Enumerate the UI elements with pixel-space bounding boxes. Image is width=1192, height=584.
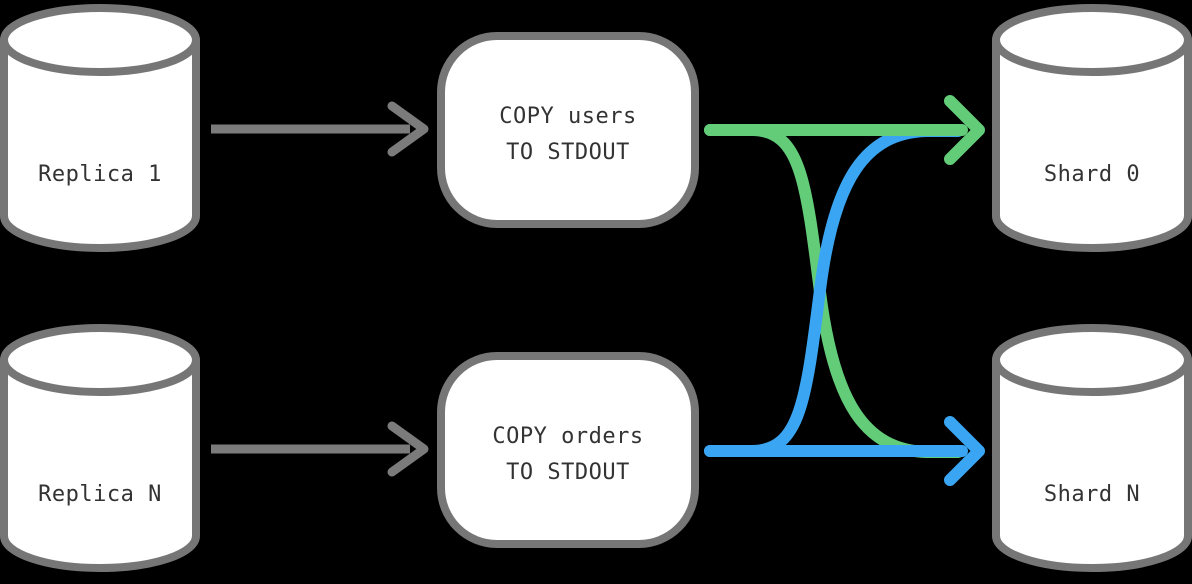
node-label-replica-1: Replica 1 <box>38 162 162 187</box>
node-label-copy-orders-line2: TO STDOUT <box>506 460 630 485</box>
connector-orders-to-shard0 <box>704 125 964 457</box>
node-replica-1[interactable]: Replica 1 <box>0 4 200 252</box>
node-copy-orders[interactable]: COPY orders TO STDOUT <box>437 352 699 548</box>
node-copy-users[interactable]: COPY users TO STDOUT <box>437 32 699 228</box>
connector-users-to-shard0 <box>704 95 985 165</box>
connector-orders-to-shardn <box>704 416 985 486</box>
connector-replican-to-copyorders <box>211 421 429 477</box>
connector-users-to-shardn <box>704 124 964 458</box>
node-replica-n[interactable]: Replica N <box>0 324 200 572</box>
node-label-shard-0: Shard 0 <box>1044 162 1140 187</box>
node-label-shard-n: Shard N <box>1044 482 1140 507</box>
node-label-replica-n: Replica N <box>38 482 162 507</box>
node-label-copy-users-line1: COPY users <box>499 104 636 129</box>
node-label-copy-orders-line1: COPY orders <box>492 424 643 449</box>
node-shard-n[interactable]: Shard N <box>992 324 1192 572</box>
node-label-copy-users-line2: TO STDOUT <box>506 140 630 165</box>
connector-replica1-to-copyusers <box>211 101 429 157</box>
node-shard-0[interactable]: Shard 0 <box>992 4 1192 252</box>
